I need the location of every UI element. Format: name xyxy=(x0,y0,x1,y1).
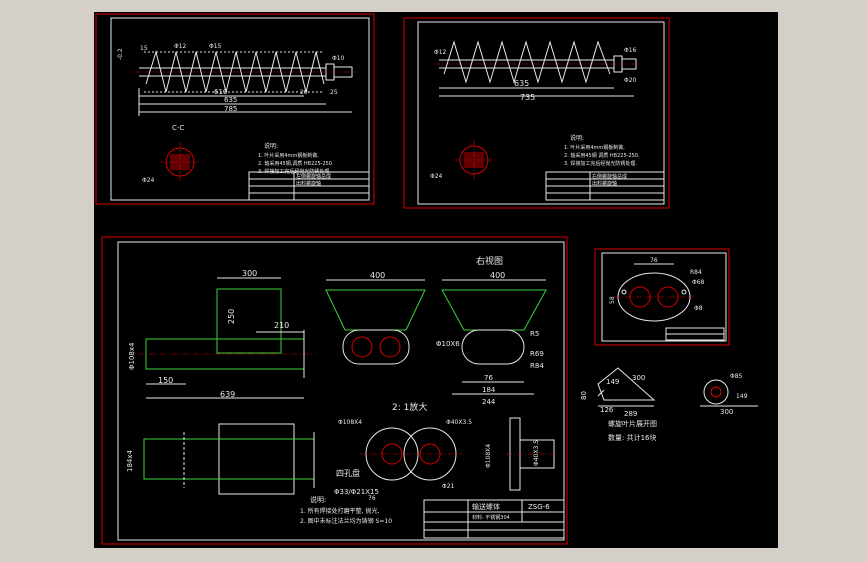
dim-635: 635 xyxy=(224,96,237,104)
dim-785: 785 xyxy=(224,105,237,113)
dim-phi85: Φ85 xyxy=(730,373,743,380)
sheet-plate: 76 58 R84 Φ68 Φ8 xyxy=(594,248,730,346)
section-label: C-C xyxy=(172,124,184,132)
dim-210: 210 xyxy=(274,321,289,330)
zoom-dim-phi21: Φ21 xyxy=(442,483,455,490)
sheet-border xyxy=(417,21,665,205)
dim-184: 184x4 xyxy=(126,449,134,472)
dim-250: 250 xyxy=(227,309,236,324)
zoom-dim-phi33: Φ33/Φ21X15 xyxy=(334,488,379,496)
note-3: 3. 焊接加工完后经抛光防锈处理. xyxy=(564,160,637,167)
title-block xyxy=(423,499,565,539)
dim-735: 735 xyxy=(520,93,535,102)
note-1: 1. 所有焊接处打磨平整, 抛光, xyxy=(300,507,379,515)
note-1: 1. 叶片采用4mm钢板制做, xyxy=(258,152,319,159)
section-dim: Φ24 xyxy=(430,173,443,180)
dim-289: 289 xyxy=(624,410,637,418)
sheet-border xyxy=(601,252,727,342)
flange-dim-phi40: Φ40X3.5 xyxy=(533,440,540,466)
dim-149b: 149 xyxy=(736,393,748,400)
title-block-title: 右侧螺旋轴总成 xyxy=(592,173,627,180)
sheet-frame xyxy=(101,236,568,545)
dim-639: 639 xyxy=(220,390,235,399)
dim-phi108: Φ108x4 xyxy=(128,342,136,370)
flange-dim-phi108: Φ108X4 xyxy=(485,444,492,468)
dim-phi10: Φ10 xyxy=(332,55,345,62)
blade-development: 149 300 126 289 80 300 149 Φ85 螺旋叶片展开图 数… xyxy=(580,367,758,442)
sheet-frame xyxy=(403,17,670,209)
drawing-canvas[interactable]: 610 635 785 15 Φ12 Φ15 20 25 Φ10 -0.2 C-… xyxy=(94,12,778,548)
title-block-code: ZSG-6 xyxy=(528,503,550,511)
sheet-frame xyxy=(95,13,375,205)
dim-149: 149 xyxy=(606,378,619,386)
note-2: 2. 图中未标注法兰均为铸钢 S=10 xyxy=(300,517,392,525)
title-block-sub: 出料螺旋轴 xyxy=(296,180,321,187)
note-1: 1. 叶片采用4mm钢板制做, xyxy=(564,144,625,151)
title-block-sub: 材料: 不锈钢304 xyxy=(472,514,510,521)
dim-300b: 300 xyxy=(720,408,733,416)
dim-phi12: Φ12 xyxy=(434,49,447,56)
dim-150: 150 xyxy=(158,376,173,385)
dim-58: 58 xyxy=(609,296,616,304)
dim-400a: 400 xyxy=(370,271,385,280)
dim-phi8: Φ8 xyxy=(694,305,703,312)
dim-r5: R5 xyxy=(530,330,539,338)
dim-phi20: Φ20 xyxy=(624,77,637,84)
dim-635: 635 xyxy=(514,79,529,88)
dim-80: 80 xyxy=(580,391,588,400)
dim-phi15: Φ15 xyxy=(209,43,222,50)
zoom-dim-76: 76 xyxy=(368,495,376,502)
dim-610: 610 xyxy=(214,88,227,96)
dim-tolerance: -0.2 xyxy=(117,48,124,60)
notes-title: 说明: xyxy=(264,142,278,150)
sheet-frame xyxy=(594,248,730,346)
blade-caption: 螺旋叶片展开图 xyxy=(608,419,657,428)
dim-20: 20 xyxy=(300,89,308,96)
zoom-dim-phi40: Φ40X3.5 xyxy=(446,419,472,426)
dim-184-side: 184 xyxy=(482,386,496,394)
sheet-conveyor-assembly: 300 250 210 Φ108x4 150 639 184x4 400 400… xyxy=(101,236,568,545)
sheet-border xyxy=(110,17,370,201)
note-2: 2. 轴采用45钢,调质 HB225-250. xyxy=(258,160,334,167)
cad-viewport[interactable]: 610 635 785 15 Φ12 Φ15 20 25 Φ10 -0.2 C-… xyxy=(94,12,778,548)
dim-r84: R84 xyxy=(690,269,702,276)
dim-76: 76 xyxy=(650,257,658,264)
dim-phi12: Φ12 xyxy=(174,43,187,50)
title-block-sub: 出料螺旋轴 xyxy=(592,180,617,187)
sheet-left-shaft: 610 635 785 15 Φ12 Φ15 20 25 Φ10 -0.2 C-… xyxy=(95,13,375,205)
dim-15: 15 xyxy=(140,45,148,52)
zoom-label: 2: 1放大 xyxy=(392,401,427,413)
title-block-title: 左侧螺旋轴总成 xyxy=(296,173,331,180)
dim-phi68: Φ68 xyxy=(692,279,705,286)
dim-300: 300 xyxy=(242,269,257,278)
note-2: 2. 轴采用45钢 调质 HB225-250. xyxy=(564,152,640,159)
zoom-dim-phi108: Φ108X4 xyxy=(338,419,362,426)
sheet-right-shaft: 635 735 Φ12 Φ16 Φ20 Φ24 说明: 1. 叶片采用4mm钢板… xyxy=(403,17,670,209)
dim-r84: R84 xyxy=(530,362,544,370)
dim-126: 126 xyxy=(600,406,614,414)
dim-phi16: Φ16 xyxy=(624,47,637,54)
side-view-label: 右视图 xyxy=(476,255,503,267)
dim-25: 25 xyxy=(330,89,338,96)
notes-title: 说明: xyxy=(310,495,326,504)
blade-quantity: 数量: 共计16块 xyxy=(608,433,657,442)
four-hole-label: 四孔盘 xyxy=(336,468,360,478)
section-dim: Φ24 xyxy=(142,177,155,184)
dim-244: 244 xyxy=(482,398,496,406)
dim-76: 76 xyxy=(484,374,493,382)
notes-title: 说明: xyxy=(570,134,584,142)
sheet-border xyxy=(117,241,565,541)
title-block-title: 输送螺体 xyxy=(472,502,500,511)
dim-phi10x6: Φ10X6 xyxy=(436,340,460,348)
dim-400b: 400 xyxy=(490,271,505,280)
dim-r69: R69 xyxy=(530,350,544,358)
dim-300: 300 xyxy=(632,374,645,382)
